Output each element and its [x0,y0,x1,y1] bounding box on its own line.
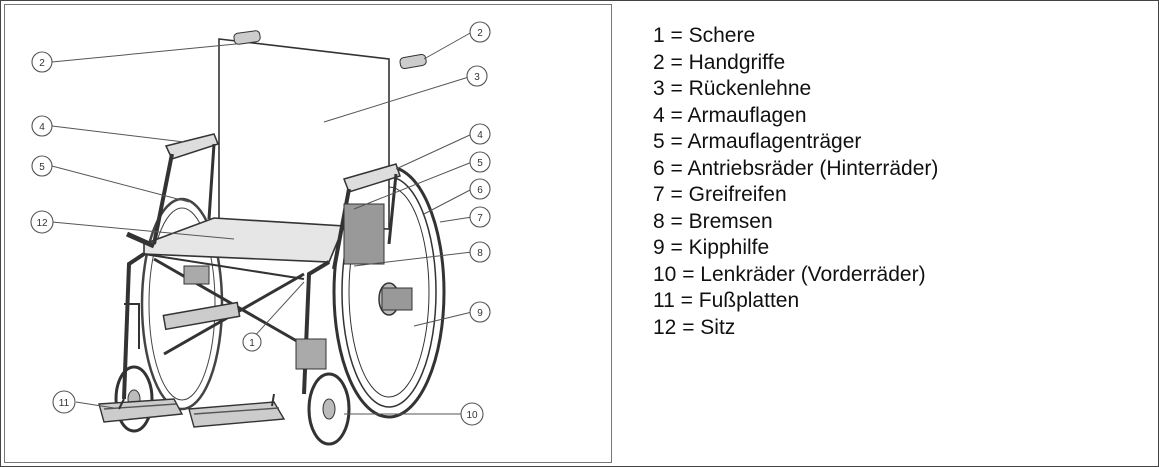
callout-1: 1 [242,332,262,352]
callout-10: 10 [460,402,484,426]
seat [143,217,346,263]
frame [122,231,331,400]
svg-text:4: 4 [39,122,45,133]
svg-text:9: 9 [477,308,483,319]
callout-4-right: 4 [469,123,491,145]
legend-item: 6 = Antriebsräder (Hinterräder) [653,156,939,180]
callout-9: 9 [469,301,491,323]
footplates [98,393,286,428]
callout-12: 12 [30,210,54,234]
legend-item: 1 = Schere [653,24,756,47]
legend-item: 7 = Greifreifen [653,183,787,206]
leader-lines [51,31,473,415]
svg-text:5: 5 [477,158,483,169]
svg-text:6: 6 [477,185,483,196]
svg-text:1: 1 [249,338,255,349]
drive-wheel-left [140,197,224,411]
legend-item: 11 = Fußplatten [653,289,800,312]
callout-2-left: 2 [31,51,53,73]
backrest [218,38,390,230]
callout-4-left: 4 [31,115,53,137]
svg-text:2: 2 [39,58,45,69]
legend-item: 8 = Bremsen [653,209,773,233]
legend-item: 9 = Kipphilfe [653,236,770,259]
callout-5-left: 5 [31,155,53,177]
parts-legend: 1 = Schere 2 = Handgriffe 3 = Rückenlehn… [653,23,1153,341]
svg-text:3: 3 [474,72,480,83]
callout-3: 3 [466,65,488,87]
callout-11: 11 [52,390,76,414]
legend-item: 12 = Sitz [653,315,736,339]
svg-text:5: 5 [39,162,45,173]
svg-text:8: 8 [477,248,483,259]
wheelchair-icon: 3 2 2 4 4 5 5 [4,4,612,463]
armrests [152,133,401,270]
wheelchair-drawing: 3 2 2 4 4 5 5 [4,4,612,463]
legend-item: 4 = Armauflagen [653,103,807,127]
svg-text:4: 4 [477,130,483,141]
legend-item: 3 = Rückenlehne [653,77,812,100]
callout-6: 6 [469,178,491,200]
legend-item: 2 = Handgriffe [653,50,786,74]
svg-text:12: 12 [36,218,48,229]
svg-text:2: 2 [477,28,483,39]
callout-8: 8 [469,241,491,263]
callout-5-right: 5 [469,151,491,173]
legend-item: 10 = Lenkräder (Vorderräder) [653,262,926,286]
svg-text:10: 10 [466,410,478,421]
push-handles [233,30,427,70]
svg-text:11: 11 [59,398,70,409]
svg-text:7: 7 [477,213,483,224]
callout-2-right: 2 [469,21,491,43]
legend-item: 5 = Armauflagenträger [653,130,862,153]
callout-7: 7 [469,206,491,228]
